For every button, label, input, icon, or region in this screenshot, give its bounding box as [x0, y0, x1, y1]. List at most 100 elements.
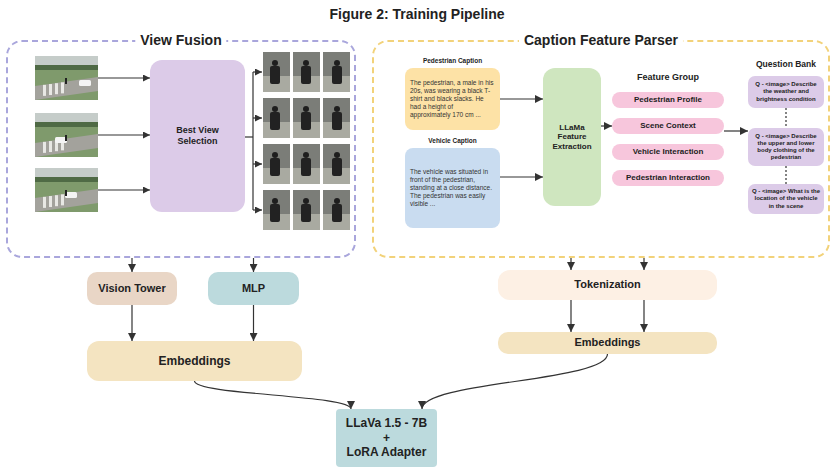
selected-view-frame: [293, 144, 320, 184]
tree-line: [35, 177, 98, 182]
frame-bg: [263, 52, 290, 92]
person: [65, 190, 67, 196]
person-head: [334, 152, 340, 158]
person-head: [272, 152, 278, 158]
crosswalk-stripe: [49, 196, 52, 207]
arrow-connector: [253, 305, 254, 341]
arrow-connector: [724, 130, 748, 131]
crosswalk-stripe: [43, 197, 46, 208]
crosswalk-stripe: [43, 142, 46, 153]
arrow-connector: [570, 258, 571, 270]
person-body: [301, 204, 311, 222]
box-label: Vision Tower: [98, 282, 165, 295]
tree-line: [35, 122, 98, 127]
person-body: [301, 112, 311, 130]
crosswalk-stripe: [55, 195, 58, 206]
box-label: Vehicle Interaction: [633, 147, 704, 157]
crosswalk-stripe: [61, 82, 64, 93]
frame-bg: [263, 144, 290, 184]
bracket-tick: [253, 163, 262, 164]
arrow-line: [98, 189, 150, 190]
frame-bg: [293, 52, 320, 92]
frame-bg: [263, 190, 290, 230]
bracket-tick: [253, 71, 262, 72]
box-label: LoRA Adapter: [347, 445, 427, 459]
bracket: [252, 72, 253, 210]
arrow-line: [98, 134, 150, 135]
vision-tower-box: Vision Tower: [87, 272, 177, 305]
arrow-connector: [131, 305, 132, 341]
vehicle-caption-box: Vehicle CaptionThe vehicle was situated …: [405, 148, 500, 228]
arrow-connector: [601, 125, 612, 126]
camera-view-image: [35, 168, 98, 212]
frame-bg: [323, 98, 350, 138]
person-body: [332, 112, 342, 130]
bracket-tick: [253, 209, 262, 210]
person: [65, 78, 67, 84]
person-body: [270, 66, 280, 84]
arrow-connector: [570, 300, 571, 332]
person-head: [334, 106, 340, 112]
frame-bg: [263, 98, 290, 138]
caption-text: The vehicle was situated in front of the…: [410, 168, 495, 209]
dashed-connector: [785, 108, 786, 128]
selected-view-frame: [263, 190, 290, 230]
frame-bg: [323, 144, 350, 184]
feature-group-pill: Pedestrian Interaction: [612, 170, 724, 186]
arrow-connector: [500, 98, 543, 99]
tokenization-box: Tokenization: [498, 270, 717, 300]
crosswalk-stripe: [43, 85, 46, 96]
region-title: Caption Feature Parser: [519, 32, 683, 49]
bracket-link: [245, 136, 253, 137]
feature-group-pill: Pedestrian Profile: [612, 92, 724, 108]
selected-view-frame: [293, 98, 320, 138]
view-fusion-region: View FusionBest View Selection: [6, 40, 356, 258]
person-body: [301, 66, 311, 84]
person-head: [272, 60, 278, 66]
person-body: [301, 158, 311, 176]
box-label: +: [383, 431, 390, 445]
camera-view-image: [35, 113, 98, 157]
group-heading: Question Bank: [756, 59, 816, 69]
arrow-connector: [253, 258, 254, 272]
person-head: [303, 106, 309, 112]
arrow-connector: [643, 258, 644, 270]
model-box: LLaVa 1.5 - 7B+LoRA Adapter: [336, 409, 437, 467]
selected-view-frame: [323, 98, 350, 138]
embeddings-box: Embeddings: [87, 341, 302, 381]
person-body: [332, 158, 342, 176]
person-head: [303, 198, 309, 204]
box-label: LLaMa Feature Extraction: [546, 123, 598, 152]
crosswalk-stripe: [49, 84, 52, 95]
caption-heading: Vehicle Caption: [405, 137, 500, 145]
selected-view-frame: [263, 144, 290, 184]
pedestrian-caption-box: Pedestrian CaptionThe pedestrian, a male…: [405, 68, 500, 130]
crosswalk-stripe: [61, 194, 64, 205]
person-head: [272, 198, 278, 204]
person-head: [303, 60, 309, 66]
box-label: Q - <image> What is the location of the …: [752, 188, 820, 210]
group-heading: Feature Group: [637, 72, 699, 82]
arrow-connector: [195, 381, 352, 409]
grass: [35, 168, 98, 212]
embeddings-box: Embeddings: [498, 332, 717, 354]
selected-view-frame: [263, 98, 290, 138]
arrow-connector: [131, 258, 132, 272]
question-box: Q - <image> What is the location of the …: [748, 184, 824, 214]
arrow-line: [98, 77, 150, 78]
box-label: Pedestrian Profile: [634, 95, 702, 105]
crosswalk-stripe: [55, 83, 58, 94]
person-body: [270, 158, 280, 176]
caption-heading: Pedestrian Caption: [405, 57, 500, 65]
frame-bg: [293, 144, 320, 184]
question-box: Q - <image> Describe the weather and bri…: [748, 76, 824, 108]
selected-view-frame: [293, 190, 320, 230]
box-label: Q - <image> Describe the weather and bri…: [752, 81, 820, 103]
road: [35, 134, 98, 157]
box-label: Best View Selection: [166, 125, 229, 147]
selected-view-frame: [293, 52, 320, 92]
selected-view-frame: [323, 190, 350, 230]
arrow-connector: [422, 354, 608, 409]
person-body: [332, 66, 342, 84]
caption-text: The pedestrian, a male in his 20s, was w…: [410, 79, 495, 120]
